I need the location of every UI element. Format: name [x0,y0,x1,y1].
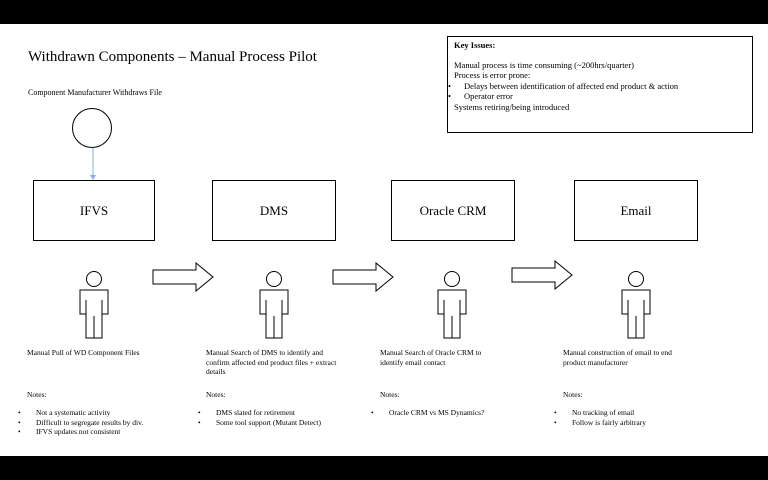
start-label: Component Manufacturer Withdraws File [28,88,162,97]
right-arrow-icon [152,262,214,292]
note-item: DMS slated for retirement [194,408,321,418]
notes-label: Notes: [206,390,226,399]
key-issues-box: Key Issues: Manual process is time consu… [447,36,753,133]
step-description: Manual Search of DMS to identify and con… [206,348,337,376]
key-issue-line: Process is error prone: [454,70,531,80]
note-item: Follow is fairly arbitrary [550,418,646,428]
person-icon [259,271,289,339]
note-item: Difficult to segregate results by div. [14,418,143,428]
note-item: Oracle CRM vs MS Dynamics? [367,408,484,418]
note-item: Not a systematic activity [14,408,143,418]
slide: Withdrawn Components – Manual Process Pi… [0,24,768,456]
person-icon [621,271,651,339]
system-box-email: Email [574,180,698,241]
system-box-ifvs: IFVS [33,180,155,241]
notes-list: No tracking of email Follow is fairly ar… [550,408,646,427]
person-icon [79,271,109,339]
notes-list: Oracle CRM vs MS Dynamics? [367,408,484,418]
note-item: No tracking of email [550,408,646,418]
right-arrow-icon [332,262,394,292]
key-issue-line: Manual process is time consuming (~200hr… [454,59,634,70]
step-description: Manual Search of Oracle CRM to identify … [380,348,482,367]
note-item: IFVS updates not consistent [14,427,143,437]
right-arrow-icon [511,260,573,290]
notes-list: DMS slated for retirement Some tool supp… [194,408,321,427]
notes-list: Not a systematic activity Difficult to s… [14,408,143,437]
person-icon [437,271,467,339]
notes-label: Notes: [563,390,583,399]
start-circle [72,108,112,148]
key-issue-line: Systems retiring/being introduced [454,101,570,112]
notes-label: Notes: [380,390,400,399]
note-item: Some tool support (Mutant Detect) [194,418,321,428]
key-issues-heading: Key Issues: [454,40,496,50]
step-description: Manual Pull of WD Component Files [27,348,140,357]
system-box-oracle-crm: Oracle CRM [391,180,515,241]
key-issue-bullet: Operator error [448,91,746,102]
step-description: Manual construction of email to end prod… [563,348,672,367]
system-box-dms: DMS [212,180,336,241]
notes-label: Notes: [27,390,47,399]
connector-arrow [90,148,96,180]
slide-title: Withdrawn Components – Manual Process Pi… [28,49,317,65]
key-issue-bullet: Delays between identification of affecte… [448,81,746,92]
